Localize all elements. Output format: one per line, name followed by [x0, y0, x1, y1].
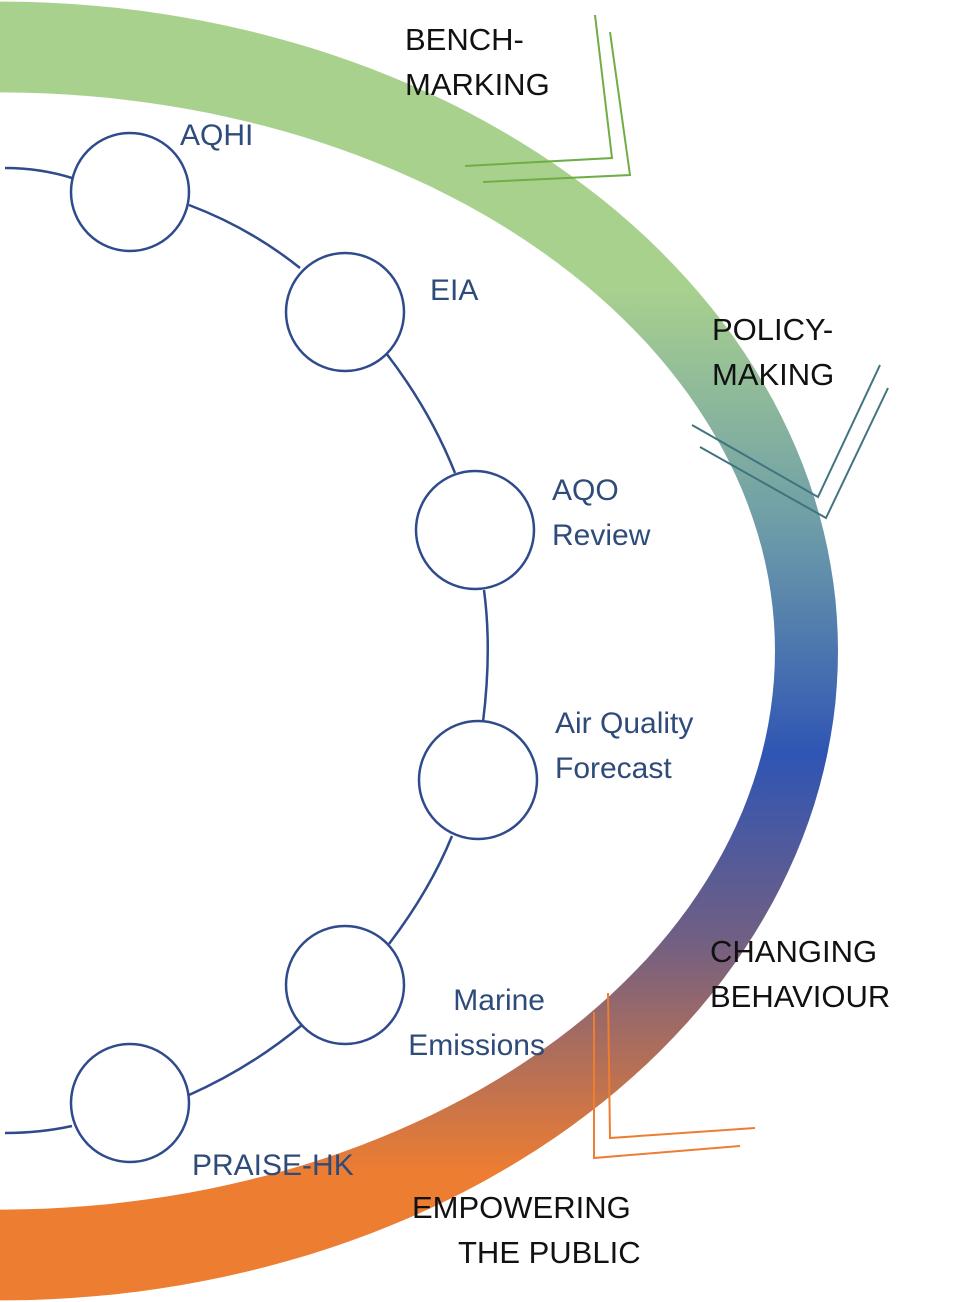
arrow-line: [607, 992, 756, 1140]
node-label-line: Forecast: [555, 752, 672, 785]
node-aqhi: AQHI: [69, 119, 253, 253]
arrow-line: [593, 1012, 741, 1160]
arrow-line: [699, 387, 889, 520]
arrow-line: [464, 14, 614, 167]
stage-label-line: POLICY-: [712, 312, 833, 347]
stage-label-line: MARKING: [405, 67, 550, 102]
arrows-layer: [464, 14, 889, 1160]
node-circle: [284, 251, 406, 373]
arrow-line: [691, 364, 881, 499]
stage-label-line: CHANGING: [710, 934, 877, 969]
node-circle: [417, 719, 539, 841]
node-label-line: PRAISE-HK: [192, 1149, 354, 1182]
node-label-line: Review: [552, 519, 651, 552]
node-aqo-review: AQO Review: [414, 469, 651, 591]
node-label-line: Air Quality: [555, 707, 693, 740]
node-eia: EIA: [284, 251, 478, 373]
node-praise-hk: PRAISE-HK: [69, 1042, 354, 1182]
node-label-line: Marine: [453, 984, 545, 1017]
node-label: PRAISE-HK: [192, 1149, 354, 1182]
node-label-line: EIA: [430, 274, 478, 307]
stage-label-line: THE PUBLIC: [458, 1235, 641, 1270]
stage-label-line: MAKING: [712, 357, 834, 392]
node-label-line: Emissions: [408, 1029, 545, 1062]
node-label-line: AQHI: [180, 119, 253, 152]
node-circle: [414, 469, 536, 591]
stage-label-benchmarking: BENCH- MARKING: [405, 22, 550, 102]
arrow-orange: [593, 992, 756, 1160]
stage-label-changing-behaviour: CHANGING BEHAVIOUR: [710, 934, 890, 1014]
node-circle: [284, 924, 406, 1046]
node-label: AQO Review: [552, 474, 651, 552]
node-circle: [69, 1042, 191, 1164]
stage-label-line: BEHAVIOUR: [710, 979, 890, 1014]
arrow-green: [464, 14, 632, 183]
node-label: AQHI: [180, 119, 253, 152]
node-label-line: AQO: [552, 474, 619, 507]
node-connector-arc: [4, 166, 489, 1135]
arrow-line: [482, 31, 632, 183]
stage-label-policy-making: POLICY- MAKING: [712, 312, 834, 392]
stages-layer: BENCH- MARKING POLICY- MAKING CHANGING BEHAVI…: [405, 22, 890, 1270]
stage-label-empowering-the-public: EMPOWERING THE PUBLIC: [412, 1190, 641, 1270]
arrow-teal: [691, 364, 889, 520]
node-label: EIA: [430, 274, 478, 307]
stage-label-line: BENCH-: [405, 22, 524, 57]
stage-label-line: EMPOWERING: [412, 1190, 631, 1225]
node-circle: [69, 131, 191, 253]
